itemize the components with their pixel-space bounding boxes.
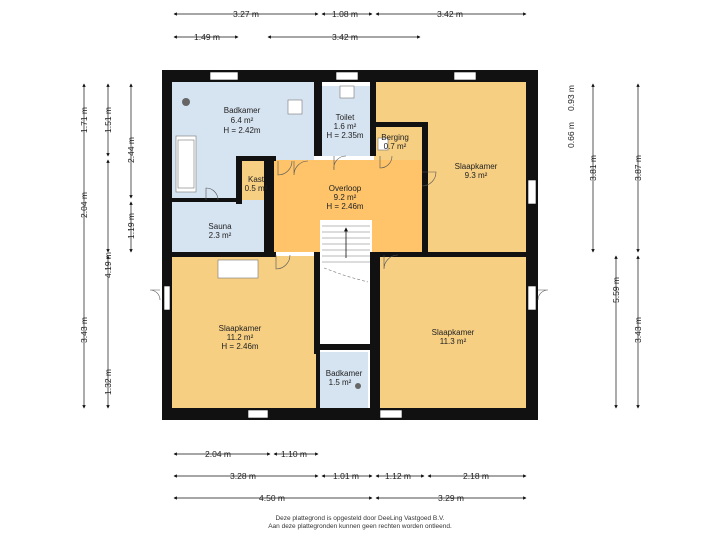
room-height: H = 2.46m — [221, 342, 258, 351]
room-height: H = 2.35m — [326, 131, 363, 140]
dimension-label: 3.29 m — [438, 493, 464, 503]
room-slaapkamer-left — [172, 256, 318, 408]
dimension-label: 3.43 m — [633, 317, 643, 343]
room-name: Slaapkamer — [432, 328, 475, 337]
room-name: Kast — [248, 175, 265, 184]
dimension-label: 4.19 m — [103, 252, 113, 278]
dimension-label: 1.10 m — [281, 449, 307, 459]
dimension-labels: 3.27 m 1.08 m 3.42 m 1.49 m 3.42 m 1.71 … — [79, 9, 643, 503]
room-area: 11.3 m² — [440, 337, 467, 346]
room-area: 11.2 m² — [227, 333, 254, 342]
dimension-label: 1.19 m — [126, 213, 136, 239]
footer-disclaimer-line1: Deze plattegrond is opgesteld door DeeLi… — [275, 515, 445, 522]
room-area: 6.4 m² — [231, 116, 254, 125]
bathtub — [175, 135, 197, 193]
toilet-bowl — [339, 85, 355, 99]
dimension-label: 3.42 m — [332, 32, 358, 42]
room-name: Sauna — [208, 222, 232, 231]
room-area: 1.6 m² — [334, 122, 357, 131]
dimension-label: 3.27 m — [233, 9, 259, 19]
room-area: 2.3 m² — [209, 231, 232, 240]
room-name: Overloop — [329, 184, 362, 193]
shower — [217, 259, 259, 279]
dimension-label: 1.01 m — [333, 471, 359, 481]
fixtures — [175, 85, 389, 389]
room-name: Berging — [381, 133, 409, 142]
dimension-label: 3.42 m — [437, 9, 463, 19]
room-labels: Badkamer 6.4 m² H = 2.42m Toilet 1.6 m² … — [208, 106, 497, 387]
dimension-label: 1.32 m — [103, 369, 113, 395]
room-name: Slaapkamer — [219, 324, 262, 333]
dimension-label: 3.81 m — [588, 155, 598, 181]
dimension-label: 1.49 m — [194, 32, 220, 42]
windows — [163, 71, 537, 419]
room-name: Slaapkamer — [455, 162, 498, 171]
room-name: Badkamer — [326, 369, 363, 378]
room-height: H = 2.42m — [223, 126, 260, 135]
room-area: 0.7 m² — [384, 142, 407, 151]
dimension-label: 1.08 m — [332, 9, 358, 19]
room-area: 0.5 m² — [245, 184, 268, 193]
dimension-label: 4.50 m — [259, 493, 285, 503]
room-name: Badkamer — [224, 106, 261, 115]
walls — [162, 70, 538, 420]
dimension-label: 2.18 m — [463, 471, 489, 481]
doors — [149, 155, 549, 301]
stairs — [322, 225, 370, 283]
dimension-label: 1.51 m — [103, 107, 113, 133]
room-fills — [172, 82, 526, 408]
dimension-label: 2.04 m — [79, 192, 89, 218]
room-area: 9.3 m² — [465, 171, 488, 180]
dimension-label: 2.04 m — [205, 449, 231, 459]
dimension-label: 1.12 m — [385, 471, 411, 481]
room-name: Toilet — [336, 113, 355, 122]
dimension-label: 1.71 m — [79, 107, 89, 133]
dimension-label: 0.93 m — [566, 85, 576, 111]
dimension-label: 3.87 m — [633, 155, 643, 181]
room-slaapkamer-lower-right — [380, 256, 526, 408]
sink — [287, 99, 303, 115]
dimension-label: 0.66 m — [566, 122, 576, 148]
dimension-label: 3.28 m — [230, 471, 256, 481]
room-badkamer-small — [320, 352, 368, 408]
footer-disclaimer-line2: Aan deze plattegronden kunnen geen recht… — [268, 523, 452, 530]
room-area: 1.5 m² — [329, 378, 352, 387]
dimension-label: 3.43 m — [79, 317, 89, 343]
dimension-label: 5.59 m — [611, 277, 621, 303]
dimension-label: 2.44 m — [126, 137, 136, 163]
dimension-lines — [82, 12, 640, 500]
room-sauna — [172, 200, 264, 252]
drain — [182, 98, 190, 106]
room-area: 9.2 m² — [334, 193, 357, 202]
room-height: H = 2.46m — [326, 202, 363, 211]
